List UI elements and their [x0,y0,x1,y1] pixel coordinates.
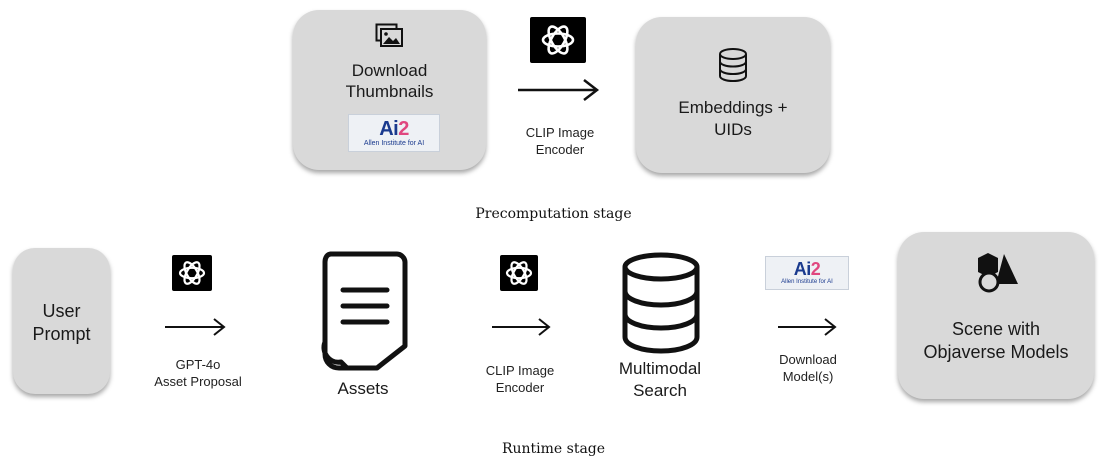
assets-label: Assets [337,379,389,398]
embeddings-uids-box: Embeddings + UIDs [636,17,830,173]
user-prompt-line1: User [42,301,81,321]
search-line2: Search [633,381,687,400]
database-icon [719,48,747,83]
openai-logo-icon [172,255,212,291]
clip-encoder-caption-runtime: CLIP Image Encoder [470,362,570,396]
gpt-caption: GPT-4o Asset Proposal [148,356,248,390]
download-thumbnails-line1: Download [351,61,428,80]
download-models-line2: Model(s) [782,369,834,384]
multimodal-search-label: Multimodal Search [600,358,720,402]
clip-runtime-line2: Encoder [495,380,545,395]
ai2-logo-subtitle: Allen Institute for AI [363,139,425,147]
runtime-stage-label: Runtime stage [501,441,606,457]
clip-encoder-top-line2: Encoder [535,142,585,157]
search-line1: Multimodal [618,359,702,378]
arrow-precompute [518,79,600,101]
embeddings-line1: Embeddings + [678,98,788,117]
scene-objaverse-box: Scene with Objaverse Models [898,232,1094,399]
openai-logo-icon [500,255,538,291]
user-prompt-box: User Prompt [13,248,110,394]
clip-encoder-top-line1: CLIP Image [525,125,595,140]
scene-line2: Objaverse Models [923,342,1069,362]
ai2-logo-text: Ai2 [379,117,409,140]
shapes-icon [978,253,1018,293]
download-models-caption: Download Model(s) [758,351,858,385]
clip-runtime-line1: CLIP Image [485,363,555,378]
ai2-logo-subtitle: Allen Institute for AI [781,279,833,285]
document-icon [321,251,408,371]
user-prompt-line2: Prompt [32,324,91,344]
scene-line1: Scene with [951,319,1041,339]
download-models-line1: Download [779,352,837,367]
ai2-logo: Ai2 Allen Institute for AI [348,114,440,152]
gpt-caption-line1: GPT-4o [175,357,221,372]
gpt-caption-line2: Asset Proposal [154,374,242,389]
clip-encoder-caption-top: CLIP Image Encoder [510,124,610,158]
precomputation-stage-label: Precomputation stage [475,206,632,222]
embeddings-line2: UIDs [714,120,752,139]
download-thumbnails-line2: Thumbnails [345,82,434,101]
ai2-logo: Ai2 Allen Institute for AI [765,256,849,290]
image-gallery-icon [375,23,403,47]
openai-logo-icon [530,17,586,63]
arrow-clip [492,318,551,336]
arrow-gpt [165,318,226,336]
download-thumbnails-box: Download Thumbnails Ai2 Allen Institute … [293,10,486,170]
database-icon [622,252,700,354]
ai2-logo-text: Ai2 [793,259,821,279]
arrow-download [778,318,837,336]
